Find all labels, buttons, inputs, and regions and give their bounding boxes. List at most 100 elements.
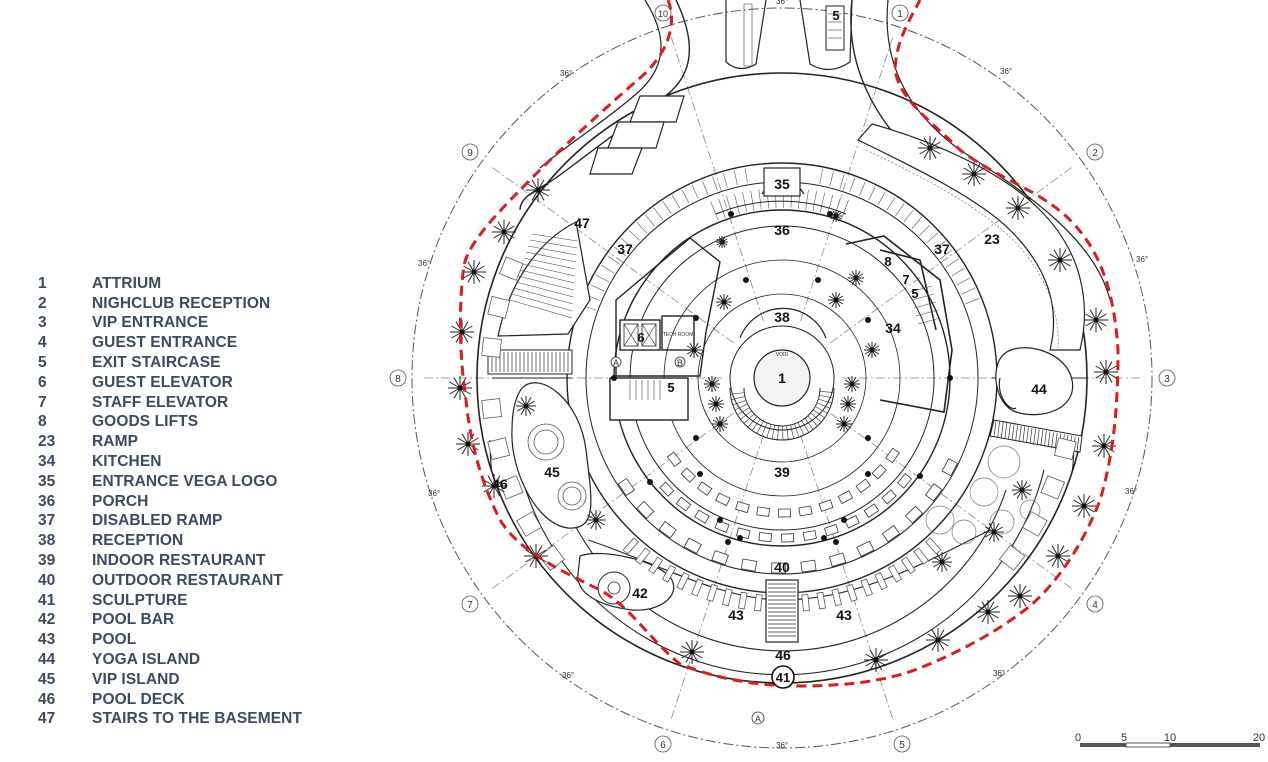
column	[841, 517, 847, 523]
zone-46-label: 46	[492, 476, 508, 492]
entrance-corridors	[725, 0, 853, 71]
basement-tread	[525, 251, 577, 263]
stair-tread	[804, 418, 814, 430]
stair-tread	[786, 425, 789, 440]
column	[815, 277, 821, 283]
palm-tree-icon	[712, 416, 728, 432]
stair-tread	[819, 394, 834, 399]
table	[715, 492, 731, 507]
palm-trunk	[1103, 369, 1109, 375]
lounger	[816, 591, 826, 610]
zone-34-label: 34	[885, 320, 901, 336]
angle-label: 36°	[560, 69, 572, 78]
ramp-hatch-line	[681, 189, 690, 204]
table	[885, 447, 900, 464]
stair-tread	[761, 422, 768, 436]
ramp-hatch-line	[1011, 424, 1015, 441]
palm-trees	[448, 136, 1118, 672]
stair-tread	[790, 424, 794, 439]
lounger	[846, 583, 858, 602]
angle-label: 36°	[993, 669, 1005, 678]
lounger	[676, 572, 690, 591]
table	[855, 478, 872, 494]
table	[675, 496, 692, 512]
legend-item: 36 PORCH	[38, 492, 358, 512]
ramp-hatch-line	[595, 274, 609, 283]
palm-trunk	[465, 441, 471, 447]
grid-bubble-7: 7	[461, 595, 479, 613]
table	[636, 500, 655, 520]
grid-bubble-8: 8	[389, 369, 407, 387]
stair-tread	[766, 424, 772, 438]
site-boundary-line	[458, 0, 1120, 688]
cabana	[516, 511, 542, 537]
cabana	[1040, 475, 1065, 500]
ramp-hatch-line	[933, 240, 946, 251]
ramp-hatch-line	[1004, 423, 1008, 440]
ramp-hatch-line	[926, 232, 938, 244]
basement-tread	[531, 233, 578, 242]
svg-text:B: B	[677, 358, 683, 368]
porch-step	[742, 192, 747, 212]
palm-trunk	[1015, 205, 1021, 211]
svg-text:A: A	[613, 358, 619, 368]
basement-tread	[511, 293, 573, 312]
svg-text:A: A	[755, 714, 761, 724]
legend-number: 39	[38, 552, 56, 570]
basement-tread	[519, 269, 575, 284]
stair-tread	[747, 416, 758, 428]
palm-tree-icon	[686, 342, 702, 358]
legend-number: 41	[38, 591, 56, 609]
legend-label: DISABLED RAMP	[92, 512, 223, 530]
palm-tree-icon	[516, 396, 536, 416]
ramp-hatch-line	[653, 207, 664, 221]
porch-step	[750, 190, 755, 211]
palm-trunk	[593, 517, 599, 523]
palm-trunk	[1081, 503, 1087, 509]
porch-step	[710, 201, 719, 221]
legend-label: INDOOR RESTAURANT	[92, 552, 266, 570]
basement-tread	[513, 287, 574, 305]
cabana	[481, 337, 502, 358]
legend-label: PORCH	[92, 492, 149, 510]
grid-line	[800, 434, 894, 721]
grid-bubble-1: 1	[891, 4, 909, 22]
column	[917, 473, 923, 479]
cabana	[538, 544, 566, 571]
zone-40-label: 40	[774, 559, 790, 575]
grid-bubble-9: 9	[461, 143, 479, 161]
ramp-hatch-line	[868, 186, 876, 201]
void-circle	[753, 349, 811, 407]
legend-number: 5	[38, 354, 47, 372]
ramp-hatch-line	[956, 277, 971, 286]
ramp-hatch-line	[859, 181, 866, 196]
grid-line	[670, 434, 764, 721]
table	[802, 530, 817, 542]
lounger	[860, 578, 873, 597]
palm-trunk	[471, 269, 477, 275]
ramp-hatch-line	[939, 249, 953, 260]
palm-trunk	[833, 213, 839, 219]
column	[821, 535, 827, 541]
ramp-hatch-line	[1015, 425, 1018, 442]
pool-loungers	[481, 256, 1077, 612]
ramp-hatch-line	[829, 171, 834, 186]
ramp-hatch-line	[839, 174, 845, 189]
central-bridge	[765, 579, 799, 643]
legend-label: GUEST ELEVATOR	[92, 373, 233, 391]
legend-label: SCULPTURE	[92, 591, 188, 609]
legend-number: 36	[38, 492, 56, 510]
porch	[715, 167, 847, 215]
stair-tread	[812, 409, 825, 419]
palm-tree-icon	[984, 522, 1004, 542]
marker-a-bottom: A	[751, 711, 765, 725]
table	[696, 481, 713, 496]
column	[717, 517, 723, 523]
legend-label: OUTDOOR RESTAURANT	[92, 571, 283, 589]
grid-line	[670, 35, 764, 322]
table	[683, 537, 702, 555]
outdoor-decks	[925, 445, 1041, 545]
